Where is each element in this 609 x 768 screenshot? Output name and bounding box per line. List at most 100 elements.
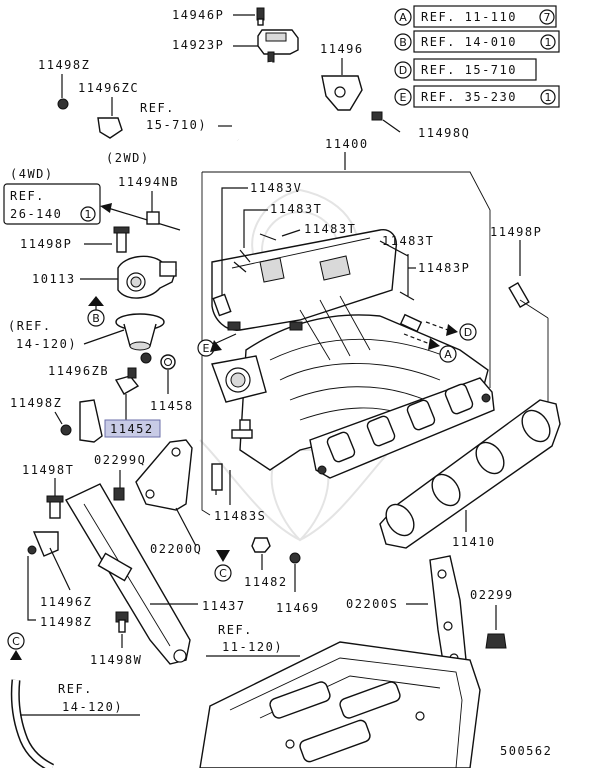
svg-text:REF. 14-010: REF. 14-010 <box>421 35 517 49</box>
svg-text:1: 1 <box>545 36 552 49</box>
ref-box-26-140[interactable]: REF. 26-140 1 <box>3 183 101 225</box>
part-11410[interactable]: 11410 <box>379 399 561 549</box>
part-14946P[interactable]: 14946P <box>172 7 265 26</box>
ref-box-A[interactable]: A REF. 11-110 7 <box>394 5 557 28</box>
svg-text:C: C <box>219 567 227 580</box>
part-11400[interactable]: 11400 <box>201 137 495 516</box>
part-11483P[interactable]: 11483P <box>399 254 471 333</box>
svg-text:(REF.: (REF. <box>8 319 52 333</box>
part-11494NB[interactable]: 11494NB <box>118 175 179 225</box>
part-11498Q[interactable]: 11498Q <box>371 111 470 140</box>
svg-text:02299: 02299 <box>470 588 514 602</box>
ref-15-710[interactable]: REF. 15-710) <box>140 101 232 132</box>
part-11496ZC[interactable]: 11496ZC <box>78 81 139 139</box>
part-11498Z-top[interactable]: 11498Z <box>38 58 90 110</box>
svg-text:14-120): 14-120) <box>62 700 123 714</box>
part-11437[interactable]: 11437 <box>65 483 246 665</box>
svg-text:26-140: 26-140 <box>10 207 62 221</box>
svg-text:11437: 11437 <box>202 599 246 613</box>
svg-text:11452: 11452 <box>110 422 154 436</box>
svg-text:E: E <box>203 342 210 355</box>
ref-box-E[interactable]: E REF. 35-230 1 <box>394 85 560 108</box>
bracket-02200Q[interactable] <box>135 439 193 511</box>
part-11496ZB[interactable]: 11496ZB <box>48 364 140 395</box>
svg-text:REF.: REF. <box>140 101 175 115</box>
svg-text:14-120): 14-120) <box>16 337 77 351</box>
ref-box-B[interactable]: B REF. 14-010 1 <box>394 30 560 53</box>
svg-text:02200Q: 02200Q <box>150 542 202 556</box>
part-11483S[interactable]: 11483S <box>211 463 266 523</box>
svg-text:10113: 10113 <box>32 272 76 286</box>
svg-text:11483V: 11483V <box>250 181 302 195</box>
svg-text:11498T: 11498T <box>22 463 74 477</box>
part-11458[interactable]: 11458 <box>150 354 194 413</box>
svg-text:REF.: REF. <box>10 189 45 203</box>
svg-text:11498Z: 11498Z <box>10 396 62 410</box>
part-11483T-a[interactable]: 11483T <box>233 202 322 273</box>
thermostat[interactable] <box>115 313 165 351</box>
svg-text:A: A <box>444 348 452 361</box>
svg-text:02299Q: 02299Q <box>94 453 146 467</box>
svg-text:14946P: 14946P <box>172 8 224 22</box>
circle-E[interactable]: E <box>197 333 237 357</box>
svg-text:REF. 35-230: REF. 35-230 <box>421 90 517 104</box>
svg-text:11496ZB: 11496ZB <box>48 364 109 378</box>
svg-text:02200S: 02200S <box>346 597 398 611</box>
part-11498P-left[interactable]: 11498P <box>20 226 130 253</box>
svg-text:11498Z: 11498Z <box>40 615 92 629</box>
svg-text:11498Q: 11498Q <box>418 126 470 140</box>
part-02200Q[interactable]: 02200Q C <box>150 507 232 582</box>
svg-text:B: B <box>92 312 100 325</box>
svg-text:11498P: 11498P <box>490 225 542 239</box>
svg-text:11496ZC: 11496ZC <box>78 81 139 95</box>
part-11498Z-mid[interactable]: 11498Z <box>10 396 72 436</box>
part-10113[interactable]: 10113 <box>32 255 177 299</box>
part-11498T[interactable]: 11498T <box>22 463 74 519</box>
svg-text:11496Z: 11496Z <box>40 595 92 609</box>
circle-A[interactable]: A <box>403 333 457 363</box>
ref-14-120-a[interactable]: (REF. 14-120) <box>8 319 125 351</box>
circle-D[interactable]: D <box>425 321 477 341</box>
part-11483T-b[interactable]: 11483T <box>259 222 356 241</box>
svg-text:14923P: 14923P <box>172 38 224 52</box>
ref-14-120-b[interactable]: REF. 14-120) <box>20 682 140 716</box>
svg-text:11483T: 11483T <box>382 234 434 248</box>
part-11496Z[interactable]: 11496Z <box>27 531 92 609</box>
svg-text:11410: 11410 <box>452 535 496 549</box>
svg-text:7: 7 <box>544 11 551 24</box>
ref-box-D[interactable]: D REF. 15-710 <box>394 58 537 81</box>
part-11483V[interactable]: 11483V <box>212 181 302 317</box>
part-02299[interactable]: 02299 <box>470 588 514 649</box>
label-4wd: (4WD) <box>10 167 54 181</box>
svg-text:15-710): 15-710) <box>146 118 207 132</box>
diagram-id: 500562 <box>500 744 552 758</box>
svg-text:1: 1 <box>85 208 92 221</box>
part-11483T-c[interactable]: 11483T <box>379 234 434 301</box>
part-11498W[interactable]: 11498W <box>90 634 142 667</box>
svg-text:11483T: 11483T <box>270 202 322 216</box>
part-11498Z-bottom[interactable]: 11498Z <box>27 556 129 633</box>
svg-text:REF.: REF. <box>218 623 253 637</box>
label-2wd: (2WD) <box>106 151 150 165</box>
part-02299Q[interactable]: 02299Q <box>94 453 146 501</box>
svg-text:11483P: 11483P <box>418 261 470 275</box>
part-11496[interactable]: 11496 <box>320 42 364 111</box>
circle-B-left[interactable]: B <box>87 296 105 327</box>
ref-11-120[interactable]: REF. 11-120) <box>206 623 300 657</box>
part-11469[interactable]: 11469 <box>276 552 320 615</box>
svg-text:REF. 15-710: REF. 15-710 <box>421 63 517 77</box>
part-11482[interactable]: 11482 <box>244 537 288 589</box>
part-11498P-right[interactable]: 11498P <box>490 225 549 404</box>
svg-text:1: 1 <box>545 91 552 104</box>
part-14923P[interactable]: 14923P <box>172 29 299 63</box>
svg-text:E: E <box>400 91 407 104</box>
svg-text:D: D <box>399 64 407 77</box>
svg-text:11483T: 11483T <box>304 222 356 236</box>
circle-C-left[interactable]: C <box>7 632 25 660</box>
svg-text:11498P: 11498P <box>20 237 72 251</box>
svg-text:11498Z: 11498Z <box>38 58 90 72</box>
svg-text:C: C <box>12 635 20 648</box>
part-11452[interactable]: 11452 <box>104 394 161 438</box>
